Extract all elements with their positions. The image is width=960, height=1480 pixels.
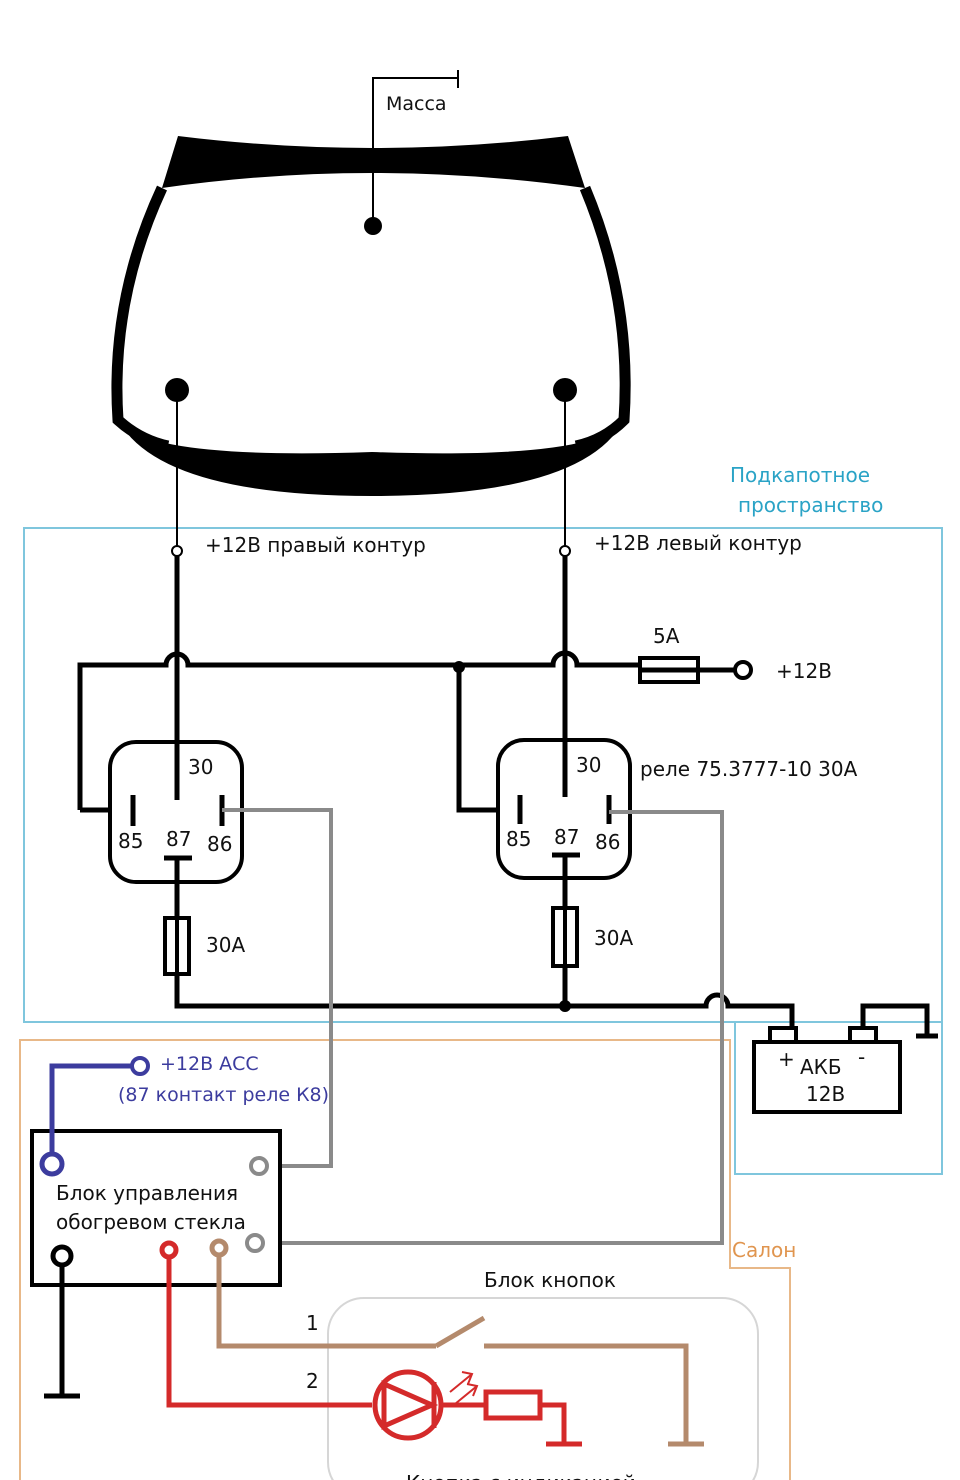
fuse-30a-right-label: 30A	[206, 933, 245, 957]
underhood-zone-frame	[23, 527, 943, 1023]
control-bus-wire	[77, 650, 640, 810]
plus12-terminal	[733, 660, 753, 680]
ground-label: Масса	[386, 93, 447, 115]
battery-minus: -	[858, 1045, 865, 1069]
relay-right-pin87: 87	[166, 827, 191, 851]
buttons-block-frame	[327, 1297, 759, 1480]
battery-bus-junction	[559, 1000, 571, 1012]
relay-right-pin30: 30	[188, 755, 213, 779]
relay-left-pin87: 87	[554, 825, 579, 849]
button-wire	[216, 1255, 436, 1349]
acc-label-line1: +12В АСС	[160, 1053, 259, 1075]
relay-left-pin85: 85	[506, 827, 531, 851]
bus-junction	[453, 661, 465, 673]
underhood-label-line2: пространство	[738, 493, 883, 517]
relay-left-pin86: 86	[595, 830, 620, 854]
fuse-5a-label: 5A	[653, 624, 680, 648]
acc-label-line2: (87 контакт реле К8)	[118, 1084, 329, 1106]
acc-wire	[49, 1063, 132, 1162]
underhood-zone-extension	[734, 1022, 943, 1175]
fuse-30a-left-label: 30A	[594, 926, 633, 950]
ground-wire	[372, 70, 459, 226]
acc-terminal	[130, 1056, 150, 1076]
button-input-terminal	[209, 1238, 229, 1258]
underhood-label-line1: Подкапотное	[730, 463, 870, 487]
battery	[752, 1003, 938, 1114]
left-circuit-label: +12В левый контур	[594, 531, 802, 555]
right-circuit-label: +12В правый контур	[205, 533, 426, 557]
control-unit-ground-terminal	[50, 1244, 74, 1268]
battery-name: АКБ	[800, 1055, 842, 1079]
relay-left-pin30: 30	[576, 753, 601, 777]
cabin-label: Салон	[732, 1238, 796, 1262]
button-return-wire	[484, 1343, 704, 1447]
relay-right-pin86: 86	[207, 832, 232, 856]
led-wire	[166, 1257, 372, 1408]
right-circuit-connector	[171, 545, 183, 557]
relay2-control-terminal	[245, 1233, 265, 1253]
relay-model-label: реле 75.3777-10 30А	[640, 757, 858, 781]
cabin-zone-frame	[19, 1039, 791, 1480]
led-ground-wire	[540, 1402, 582, 1447]
control-unit-label-line1: Блок управления	[56, 1181, 238, 1205]
relay-right-pin85: 85	[118, 829, 143, 853]
wire-1-label: 1	[306, 1311, 319, 1335]
control-unit-label-line2: обогревом стекла	[56, 1210, 246, 1234]
led-output-terminal	[159, 1240, 179, 1260]
relay1-pin87-wire	[174, 858, 795, 1028]
buttons-block-label: Блок кнопок	[484, 1268, 616, 1292]
control-unit	[30, 1129, 282, 1287]
bottom-caption: Кнопка с индикацией	[406, 1471, 636, 1480]
acc-input-terminal	[39, 1151, 65, 1177]
left-circuit-connector	[559, 545, 571, 557]
relay1-pin86-control-wire	[222, 808, 333, 1168]
button-switch-contact	[434, 1315, 486, 1349]
battery-plus: +	[778, 1047, 795, 1071]
relay1-control-terminal	[249, 1156, 269, 1176]
wire-2-label: 2	[306, 1369, 319, 1393]
plus12-label: +12В	[776, 659, 832, 683]
relay2-pin86-control-wire	[264, 810, 724, 1245]
windshield	[111, 136, 631, 496]
led-resistor	[483, 1389, 543, 1421]
battery-voltage: 12В	[806, 1082, 845, 1106]
control-unit-ground-wire	[44, 1265, 80, 1399]
